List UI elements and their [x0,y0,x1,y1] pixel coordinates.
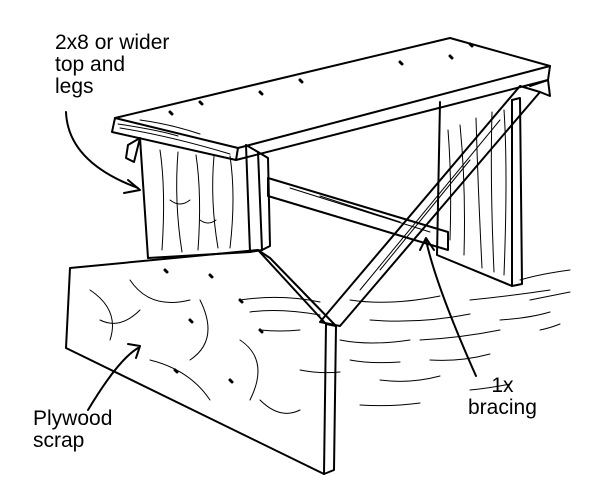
label-plywood-line-1: Plywood [33,407,113,430]
label-bracing: 1x bracing [468,375,537,419]
diagonal-bracing [319,79,551,327]
leader-bracing [419,237,477,377]
label-plywood-scrap: Plywood scrap [33,408,112,452]
stretcher [267,177,449,251]
label-bracing-line-2: bracing [468,396,537,419]
plywood-gusset [65,249,337,475]
label-top-and-legs: 2x8 or wider top and legs [55,32,169,98]
label-top-line-3: legs [55,75,94,98]
leader-top-legs [65,111,141,194]
back-right-leg [436,97,523,287]
bench-top [111,37,551,163]
label-bracing-line-1: 1x [491,374,514,397]
leader-plywood [87,343,141,411]
label-top-line-2: top and [55,53,126,76]
label-top-line-1: 2x8 or wider [55,31,170,54]
label-plywood-line-2: scrap [33,429,85,452]
